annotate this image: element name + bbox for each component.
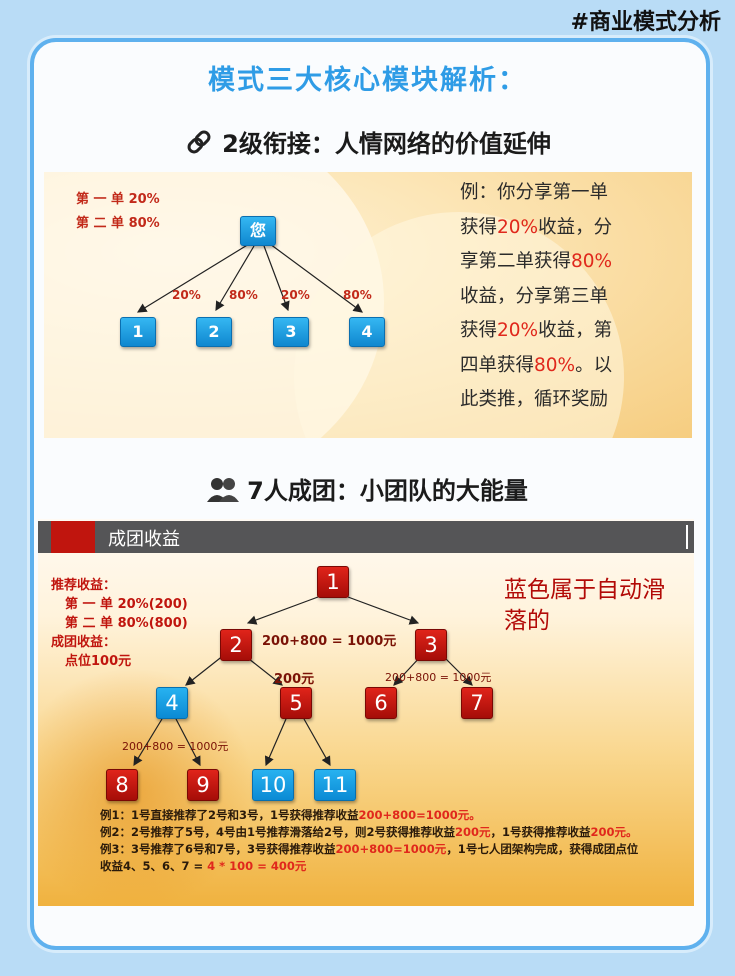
rule-line: 成团收益： [51, 635, 117, 650]
rule-line: 第 一 单 20%(200) [65, 597, 188, 612]
header-bar: 成团收益 [38, 521, 694, 553]
example-3: 例3：3号推荐了6号和7号，3号获得推荐收益200+800=1000元，1号七人… [100, 841, 640, 875]
text-run: 例：你分享第一单获得 [460, 182, 609, 238]
team-node-3: 3 [415, 629, 447, 661]
group-icon [207, 476, 240, 508]
highlight: 200+800=1000元。 [358, 808, 481, 822]
team-node-9: 9 [187, 769, 219, 801]
text-run: 例3：3号推荐了6号和7号，3号获得推荐收益 [100, 842, 336, 856]
example-2: 例2：2号推荐了5号，4号由1号推荐滑落给2号，则2号获得推荐收益200元，1号… [100, 824, 640, 841]
team-panel: 成团收益 推荐收益： 第 一 单 20%(200) 第 二 单 80%(800)… [38, 519, 694, 906]
referral-panel: 第 一 单 20% 第 二 单 80% 您 1 2 3 4 20% 80% 20… [44, 172, 692, 438]
rule-line: 第 二 单 80%(800) [65, 616, 188, 631]
honeycomb-bg [38, 669, 258, 906]
highlight: 200元。 [590, 825, 638, 839]
section1-title: 2级衔接：人情网络的价值延伸 [0, 124, 735, 163]
team-node-11: 11 [314, 769, 356, 801]
node-3: 3 [273, 317, 309, 347]
rule-line: 推荐收益： [51, 578, 117, 593]
examples: 例1：1号直接推荐了2号和3号，1号获得推荐收益200+800=1000元。 例… [100, 807, 640, 875]
team-node-7: 7 [461, 687, 493, 719]
highlight: 80% [534, 354, 576, 376]
team-node-1: 1 [317, 566, 349, 598]
text-run: ，1号七人团架构完成，获得成团点位收益4、5、6、7 = [100, 842, 639, 873]
sum-label-right: 200+800 = 1000元 [385, 671, 492, 684]
link-icon [184, 127, 214, 163]
team-node-8: 8 [106, 769, 138, 801]
rate-second: 第 二 单 80% [76, 216, 160, 231]
edge-label: 20% [172, 288, 201, 302]
sum-label-main: 200+800 = 1000元 [262, 634, 397, 649]
team-node-5: 5 [280, 687, 312, 719]
team-node-10: 10 [252, 769, 294, 801]
text-run: 例1：1号直接推荐了2号和3号，1号获得推荐收益 [100, 808, 359, 822]
text-run: 。以此类推，循环奖励 [460, 354, 613, 411]
highlight: 80% [571, 251, 613, 272]
highlight: 20% [497, 216, 539, 238]
main-title: 模式三大核心模块解析： [208, 65, 527, 96]
rate-first: 第 一 单 20% [76, 192, 160, 207]
section1-title-text: 2级衔接：人情网络的价值延伸 [222, 130, 551, 158]
bar-accent [51, 521, 95, 553]
text-run: 收益，分享第三单获得 [460, 285, 609, 342]
highlight: 200+800=1000元 [335, 842, 447, 856]
income-rules: 推荐收益： 第 一 单 20%(200) 第 二 单 80%(800) 成团收益… [51, 576, 188, 671]
edge-label: 20% [281, 288, 310, 302]
example-text: 例：你分享第一单获得20%收益，分享第二单获得80%收益，分享第三单获得20%收… [460, 176, 620, 418]
node-1: 1 [120, 317, 156, 347]
node-4: 4 [349, 317, 385, 347]
blue-note: 蓝色属于自动滑落的 [504, 577, 665, 634]
sum-label-200: 200元 [274, 672, 315, 687]
text-run: 收益，分享第二单获得 [460, 216, 613, 273]
text-run: 收益，第四单获得 [460, 320, 613, 376]
edge-label: 80% [229, 288, 258, 302]
tree-edges [136, 243, 363, 313]
bar-label: 成团收益 [108, 529, 180, 550]
highlight: 20% [497, 320, 539, 341]
example-1: 例1：1号直接推荐了2号和3号，1号获得推荐收益200+800=1000元。 [100, 807, 640, 824]
bar-divider [686, 525, 688, 549]
node-you: 您 [240, 216, 276, 246]
highlight: 200元 [455, 825, 491, 839]
team-node-2: 2 [220, 629, 252, 661]
highlight: 4 * 100 = 400元 [207, 859, 307, 873]
text-run: ，1号获得推荐收益 [490, 825, 591, 839]
text-run: 例2：2号推荐了5号，4号由1号推荐滑落给2号，则2号获得推荐收益 [100, 825, 456, 839]
team-node-6: 6 [365, 687, 397, 719]
team-node-4: 4 [156, 687, 188, 719]
rate-list: 第 一 单 20% 第 二 单 80% [76, 188, 160, 236]
node-2: 2 [196, 317, 232, 347]
section2-title-text: 7人成团：小团队的大能量 [247, 477, 528, 505]
rule-line: 点位100元 [65, 654, 132, 669]
hashtag: #商业模式分析 [570, 10, 721, 35]
edge-label: 80% [343, 288, 372, 302]
section2-title: 7人成团：小团队的大能量 [0, 471, 735, 508]
sum-label-left: 200+800 = 1000元 [122, 740, 229, 753]
